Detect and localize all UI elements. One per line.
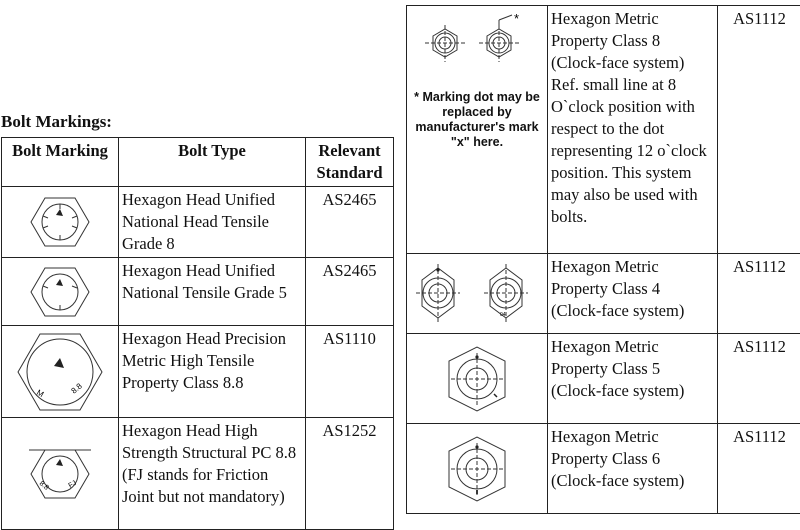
star-mark: * [514,12,519,26]
table-header-row: Bolt Marking Bolt Type Relevant Standard [1,137,394,187]
table-row: Hexagon Head Unified National Tensile Gr… [1,257,394,326]
bolt-type-cell: Hexagon Head Precision Metric High Tensi… [118,325,306,418]
bolt-marking-cell [1,186,119,258]
bolt-type-cell: Hexagon Head Unified National Head Tensi… [118,186,306,258]
bolt-head-grade5-icon [30,267,90,316]
bolt-type-cell: Hexagon Metric Property Class 8 (Clock-f… [547,5,718,254]
header-bolt-marking: Bolt Marking [1,137,119,187]
bolt-marking-cell [406,423,548,514]
bolt-head-grade8-icon [30,197,90,247]
nut-class5-icon [448,345,506,412]
standard-cell: AS1252 [305,417,394,530]
bolt-marking-cell: 04 [406,253,548,334]
mark-04: 04 [500,312,506,318]
mark-8-8: 8.8 [70,381,85,395]
standard-cell: AS1110 [305,325,394,418]
bolt-head-structural-icon: 8.8 FJ [29,449,91,498]
standard-cell: AS1112 [717,5,800,254]
nut-class4-icon: 04 [416,263,528,324]
bolt-markings-table: Bolt Marking Bolt Type Relevant Standard… [1,137,394,530]
bolt-marking-cell [406,333,548,424]
clock-face-table: * * Marking dot may be replaced by manuf… [406,5,800,514]
standard-cell: AS1112 [717,423,800,514]
bolt-head-metric-8-8-icon: M 8.8 [17,333,103,410]
bolt-type-cell: Hexagon Metric Property Class 5 (Clock-f… [547,333,718,424]
table-row: 04 Hexagon Metric Property Class 4 (Cloc… [406,253,800,334]
table-row: M 8.8 Hexagon Head Precision Metric High… [1,325,394,418]
bolt-marking-cell: * * Marking dot may be replaced by manuf… [406,5,548,254]
nut-class8-icon: * [425,12,519,62]
table-row: Hexagon Head Unified National Head Tensi… [1,186,394,258]
standard-cell: AS2465 [305,257,394,326]
mark-8-8: 8.8 [38,480,50,492]
nut-class6-icon [448,435,506,502]
table-row: * * Marking dot may be replaced by manuf… [406,5,800,254]
bolt-type-cell: Hexagon Head Unified National Tensile Gr… [118,257,306,326]
standard-cell: AS1112 [717,253,800,334]
table-row: 8.8 FJ Hexagon Head High Strength Struct… [1,417,394,530]
bolt-type-cell: Hexagon Metric Property Class 4 (Clock-f… [547,253,718,334]
bolt-marking-cell: M 8.8 [1,325,119,418]
header-relevant-standard: Relevant Standard [305,137,394,187]
standard-cell: AS1112 [717,333,800,424]
bolt-marking-cell [1,257,119,326]
table-row: Hexagon Metric Property Class 5 (Clock-f… [406,333,800,424]
marking-note: * Marking dot may be replaced by manufac… [414,90,540,149]
bolt-marking-cell: 8.8 FJ [1,417,119,530]
bolt-type-cell: Hexagon Head High Strength Structural PC… [118,417,306,530]
header-bolt-type: Bolt Type [118,137,306,187]
mark-fj: FJ [68,479,78,489]
section-heading: Bolt Markings: [1,112,112,131]
standard-cell: AS2465 [305,186,394,258]
bolt-type-cell: Hexagon Metric Property Class 6 (Clock-f… [547,423,718,514]
table-row: Hexagon Metric Property Class 6 (Clock-f… [406,423,800,514]
mark-m: M [35,387,46,398]
